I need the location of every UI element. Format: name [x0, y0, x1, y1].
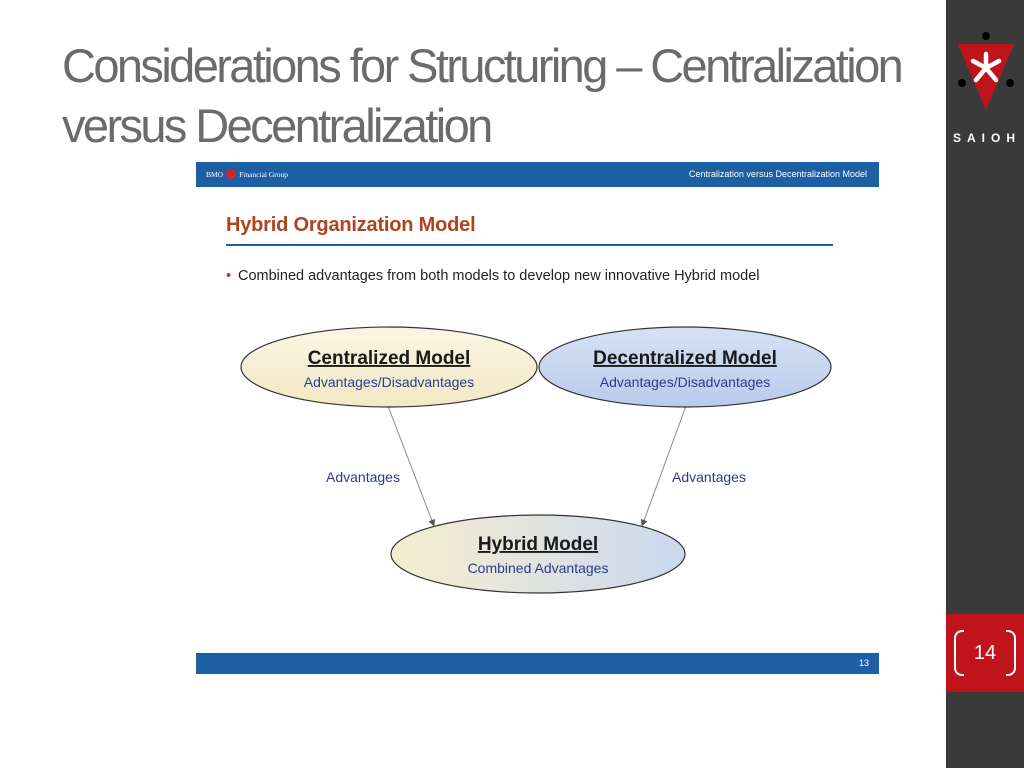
embedded-heading: Hybrid Organization Model — [226, 214, 476, 236]
embedded-header-bar: BMO Financial Group Centralization versus… — [196, 162, 879, 187]
bmo-brand-left: BMO — [206, 170, 224, 179]
edge-label-right: Advantages — [672, 469, 746, 485]
page-number-box: 14 — [946, 614, 1024, 692]
node-hybrid-subtitle: Combined Advantages — [468, 560, 609, 576]
edge-label-left: Advantages — [326, 469, 400, 485]
node-centralized-model: Centralized Model Advantages/Disadvantag… — [240, 326, 538, 408]
embedded-page-number: 13 — [858, 658, 869, 668]
left-brace-icon — [954, 630, 964, 676]
bullet-item: • Combined advantages from both models t… — [226, 266, 826, 286]
saioh-logo-icon — [958, 32, 1014, 110]
right-sidebar: SAIOH 14 — [946, 0, 1024, 768]
right-brace-icon — [1006, 630, 1016, 676]
slide-title-line-1: Considerations for Structuring – Central… — [62, 39, 904, 92]
bmo-logo-icon — [226, 169, 237, 180]
embedded-slide: BMO Financial Group Centralization versus… — [196, 162, 879, 674]
edge-decentralized-to-hybrid — [640, 405, 687, 527]
bmo-brand-right: Financial Group — [239, 170, 289, 179]
bmo-brand: BMO Financial Group — [206, 162, 288, 187]
node-centralized-title: Centralized Model — [308, 348, 471, 369]
edge-centralized-to-hybrid — [387, 405, 436, 527]
slide-title-line-2: versus Decentralization — [62, 99, 493, 152]
bullet-text: Combined advantages from both models to … — [238, 268, 760, 284]
bullet-dot-icon: • — [226, 268, 232, 284]
heading-rule — [226, 244, 833, 246]
node-decentralized-subtitle: Advantages/Disadvantages — [600, 374, 770, 390]
hybrid-model-diagram: Advantages Advantages Centralized Model … — [240, 326, 832, 594]
node-decentralized-model: Decentralized Model Advantages/Disadvant… — [538, 326, 832, 408]
node-hybrid-title: Hybrid Model — [478, 534, 598, 555]
node-centralized-subtitle: Advantages/Disadvantages — [304, 374, 474, 390]
embedded-footer-bar: 13 — [196, 653, 879, 674]
node-hybrid-model: Hybrid Model Combined Advantages — [390, 514, 686, 594]
node-decentralized-title: Decentralized Model — [593, 348, 777, 369]
logo-wordmark: SAIOH — [952, 131, 1021, 145]
page-number: 14 — [973, 642, 997, 664]
slide-title: Considerations for Structuring – Central… — [62, 36, 922, 156]
embedded-header-title: Centralization versus Decentralization M… — [688, 169, 867, 179]
